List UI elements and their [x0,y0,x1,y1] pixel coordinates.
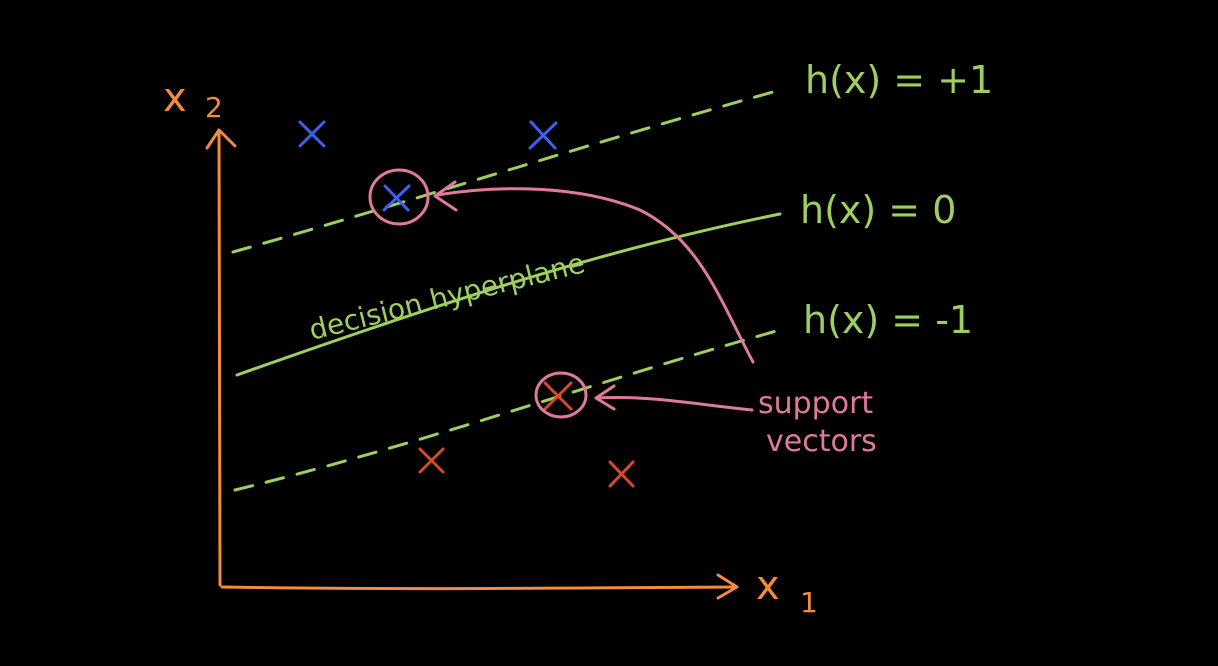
support-label-line1: support [758,386,873,421]
positive-points [298,120,558,212]
positive-point [528,120,558,150]
x-axis-arrowhead [716,573,739,600]
x-axis [220,585,737,591]
upper-margin-line [231,88,782,254]
support-arrow-lower [595,395,754,412]
y-axis [217,130,222,587]
lower-margin-line [233,328,782,492]
negative-points [418,381,635,488]
x-axis-subscript: 1 [800,586,818,619]
support-circle-upper [368,168,430,226]
negative-point [418,447,445,474]
support-label-line2: vectors [766,424,877,459]
upper-margin-label: h(x) = +1 [805,58,993,102]
support-annotations [368,168,755,419]
decision-label: h(x) = 0 [800,188,956,232]
support-arrow-upper-head [433,180,458,212]
y-axis-subscript: 2 [205,91,223,124]
negative-support-point [543,381,573,411]
y-axis-arrowhead [205,128,237,150]
y-axis-label: x [163,75,187,121]
negative-point [608,460,635,488]
lower-margin-label: h(x) = -1 [803,298,973,342]
decision-caption: decision hyperplane [306,246,588,346]
positive-support-point [382,184,411,212]
positive-point [298,120,326,148]
support-circle-lower [534,371,588,419]
support-arrow-upper [435,187,755,364]
support-arrow-lower-head [594,384,616,411]
decision-line [235,212,782,377]
axes [205,128,739,600]
x-axis-label: x [756,563,780,609]
